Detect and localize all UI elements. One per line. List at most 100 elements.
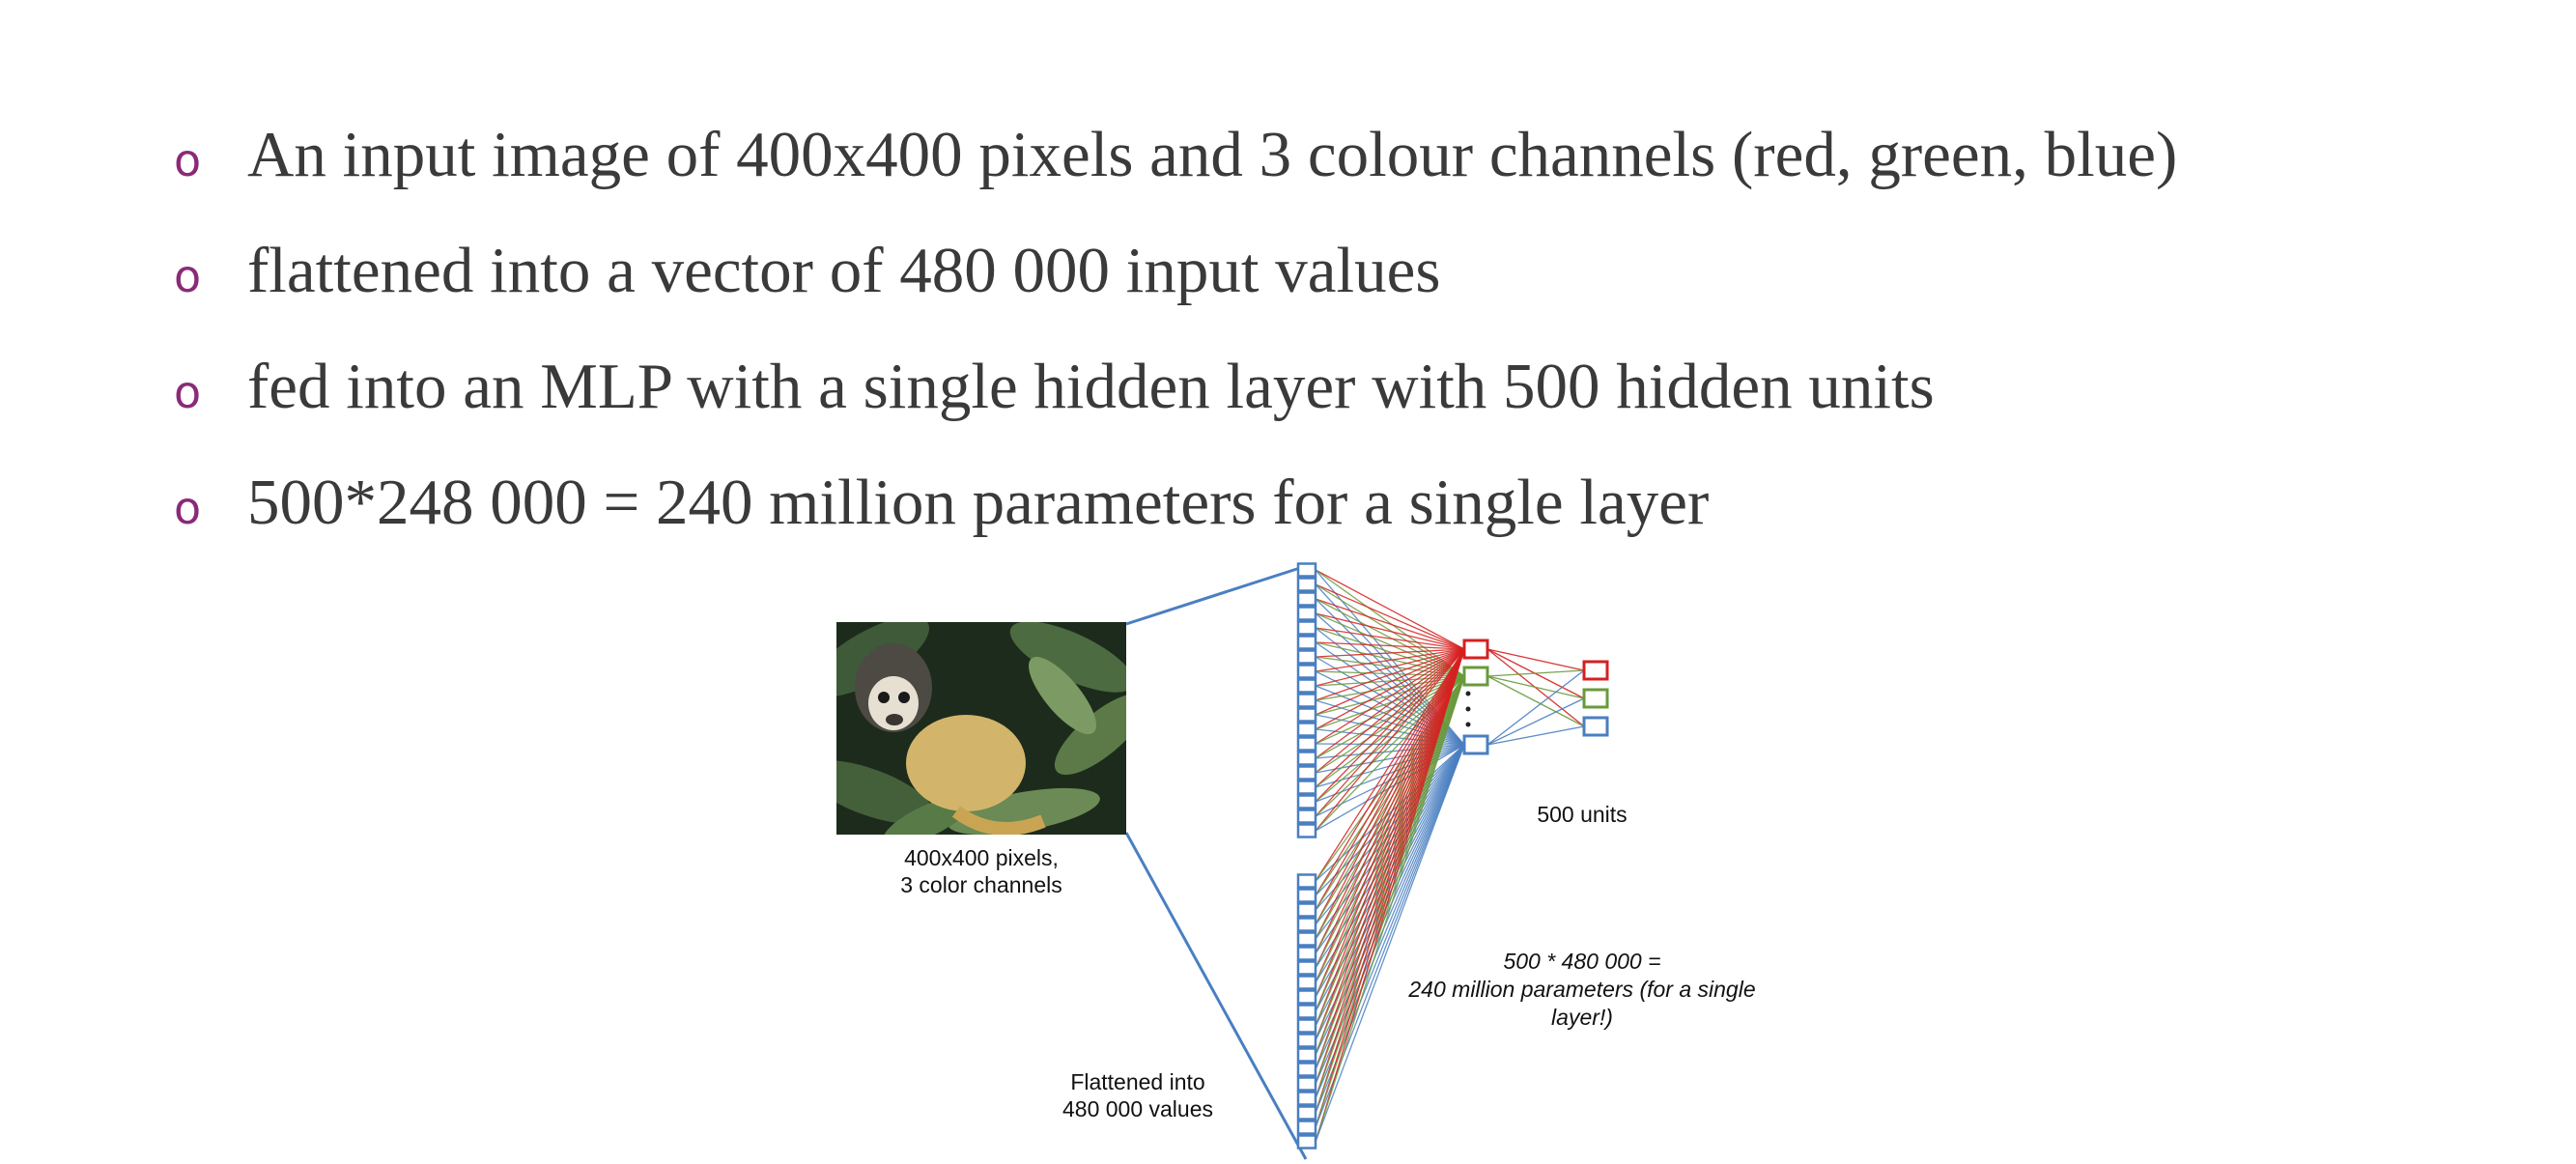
input-node <box>1296 902 1317 918</box>
connection-line <box>1315 612 1465 677</box>
connection-line <box>1315 627 1465 650</box>
bullet-marker: o <box>174 482 202 534</box>
input-node <box>1296 664 1317 679</box>
input-node <box>1296 809 1317 824</box>
connection-line <box>1315 648 1465 1027</box>
connection-line <box>1315 569 1465 650</box>
bullet-marker: o <box>174 134 202 186</box>
connection-line <box>1315 648 1465 803</box>
hidden-node <box>1462 734 1489 755</box>
connection-line <box>1315 641 1465 650</box>
input-node <box>1296 620 1317 636</box>
input-node <box>1296 591 1317 607</box>
input-node <box>1296 989 1317 1005</box>
input-node <box>1296 693 1317 708</box>
connection-line <box>1315 648 1465 730</box>
image-caption: 3 color channels <box>900 872 1062 897</box>
input-node <box>1296 635 1317 650</box>
connection-line <box>1315 648 1465 954</box>
input-layer <box>1296 562 1317 1150</box>
expansion-line-top <box>1125 564 1307 626</box>
hidden-layer <box>1462 639 1489 755</box>
connection-line <box>1315 648 1465 832</box>
parameter-caption: 500 * 480 000 = <box>1503 949 1660 974</box>
connection-line <box>1315 627 1465 677</box>
connection-line <box>1315 744 1465 1143</box>
input-node <box>1296 562 1317 578</box>
connection-line <box>1315 648 1465 911</box>
output-layer <box>1582 660 1609 737</box>
connection-line <box>1486 648 1585 671</box>
input-node <box>1296 678 1317 694</box>
input-node <box>1296 1047 1317 1063</box>
input-node <box>1296 765 1317 781</box>
input-node <box>1296 1004 1317 1019</box>
input-node <box>1296 1105 1317 1121</box>
connection-line <box>1315 583 1465 650</box>
bullet-item-flatten: o flattened into a vector of 480 000 inp… <box>174 213 2177 328</box>
connection-line <box>1315 648 1465 788</box>
input-node <box>1296 960 1317 976</box>
output-node <box>1582 688 1609 709</box>
connection-line <box>1315 675 1465 1143</box>
input-node <box>1296 649 1317 665</box>
bullet-marker: o <box>174 250 202 302</box>
bullet-text: fed into an MLP with a single hidden lay… <box>247 350 1935 422</box>
input-node <box>1296 736 1317 752</box>
connection-line <box>1315 648 1465 925</box>
monkey-photo <box>836 622 1126 835</box>
output-node <box>1582 660 1609 681</box>
connection-line <box>1315 675 1465 716</box>
bullet-marker: o <box>174 366 202 418</box>
connection-line <box>1315 598 1465 650</box>
connection-line <box>1315 648 1465 1128</box>
connection-line <box>1315 648 1465 701</box>
bullet-list: o An input image of 400x400 pixels and 3… <box>174 97 2177 560</box>
input-node <box>1296 1134 1317 1150</box>
input-node <box>1296 1018 1317 1034</box>
connection-line <box>1315 648 1465 983</box>
connection-line <box>1315 648 1465 672</box>
connection-line <box>1315 648 1465 969</box>
bullet-text: 500*248 000 = 240 million parameters for… <box>247 466 1710 538</box>
connection-line <box>1315 648 1465 759</box>
parameter-caption: 240 million parameters (for a single <box>1407 977 1755 1002</box>
input-node <box>1296 794 1317 809</box>
hidden-node <box>1462 666 1489 687</box>
input-node <box>1296 917 1317 932</box>
image-caption: 400x400 pixels, <box>904 845 1059 870</box>
connection-line <box>1315 648 1465 882</box>
connection-line <box>1315 648 1465 940</box>
connection-line <box>1315 648 1465 745</box>
connection-line <box>1486 669 1585 746</box>
vertical-ellipsis <box>1465 691 1471 727</box>
connection-line <box>1315 648 1465 1070</box>
connection-line <box>1486 725 1585 746</box>
bullet-item-mlp: o fed into an MLP with a single hidden l… <box>174 328 2177 444</box>
bullet-item-image: o An input image of 400x400 pixels and 3… <box>174 97 2177 213</box>
input-node <box>1296 888 1317 903</box>
input-node <box>1296 1076 1317 1092</box>
connection-line <box>1315 598 1465 677</box>
bullet-text: flattened into a vector of 480 000 input… <box>247 234 1441 306</box>
connection-line <box>1315 675 1465 1128</box>
connection-line <box>1315 648 1465 896</box>
output-node <box>1582 716 1609 737</box>
input-node <box>1296 780 1317 795</box>
connection-line <box>1486 697 1585 746</box>
connection-line <box>1315 648 1465 998</box>
connection-line <box>1315 648 1465 1041</box>
connection-line <box>1315 648 1465 658</box>
bullet-text: An input image of 400x400 pixels and 3 c… <box>247 118 2178 190</box>
input-node <box>1296 707 1317 723</box>
connection-line <box>1315 612 1465 650</box>
input-node <box>1296 1120 1317 1135</box>
ellipsis-dot <box>1465 706 1471 712</box>
expansion-line-bottom <box>1124 832 1308 1160</box>
connection-line <box>1315 569 1465 677</box>
ellipsis-dot <box>1465 691 1471 696</box>
input-node <box>1296 1091 1317 1106</box>
connection-lines <box>1315 569 1585 1143</box>
connection-line <box>1486 669 1585 677</box>
